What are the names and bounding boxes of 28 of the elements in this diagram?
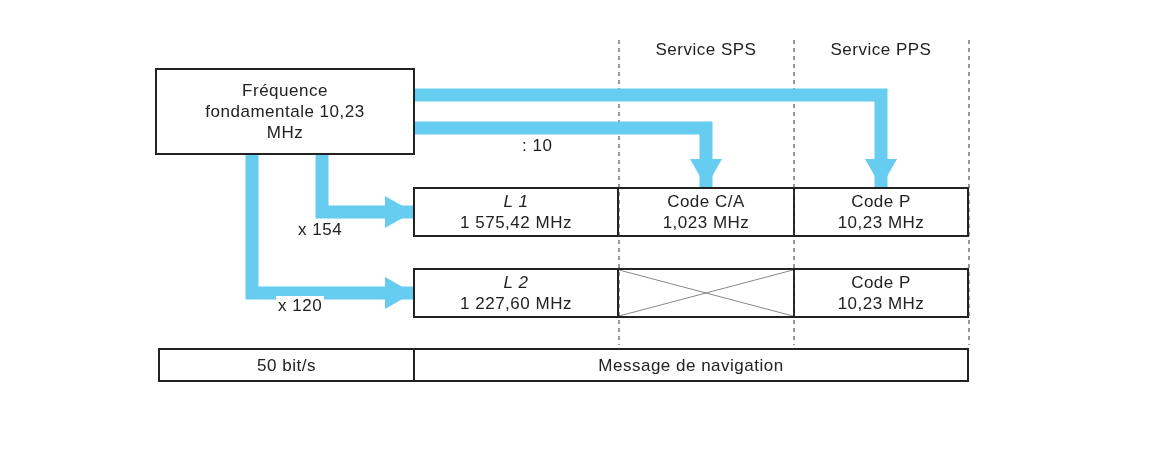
box-text: 1 575,42 MHz	[460, 212, 572, 233]
box-text: 10,23 MHz	[837, 293, 925, 314]
box-text: Message de navigation	[598, 354, 784, 376]
arrow	[415, 121, 722, 187]
box-heading: Code C/A	[667, 191, 745, 212]
signal-box	[617, 187, 795, 237]
arrow	[415, 88, 897, 187]
signal-box	[413, 187, 619, 237]
arrow	[245, 155, 413, 309]
message-box	[413, 348, 969, 382]
box-text: 10,23 MHz	[837, 212, 925, 233]
crossed-out-box	[617, 268, 795, 318]
box-text: 50 bit/s	[257, 354, 316, 376]
signal-box	[793, 187, 969, 237]
signal-box	[793, 268, 969, 318]
source-box	[155, 68, 415, 155]
box-heading: Code P	[851, 272, 911, 293]
column-heading: Service SPS	[654, 40, 758, 60]
rate-box	[158, 348, 415, 382]
box-text: 1,023 MHz	[662, 212, 750, 233]
signal-box	[413, 268, 619, 318]
box-heading: L 2	[503, 272, 529, 293]
column-heading: Service PPS	[829, 40, 933, 60]
box-heading: Code P	[851, 191, 911, 212]
arrow	[315, 155, 413, 228]
box-text: Fréquence fondamentale 10,23 MHz	[204, 80, 366, 143]
box-text: 1 227,60 MHz	[460, 293, 572, 314]
box-heading: L 1	[503, 191, 529, 212]
